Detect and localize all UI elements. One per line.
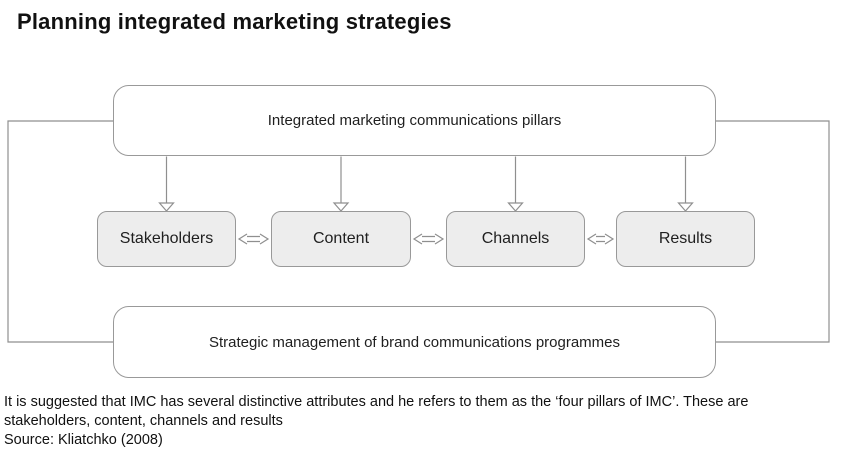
strategic-management-box-label: Strategic management of brand communicat… [208, 333, 621, 351]
pillar-label: Content [312, 230, 370, 247]
strategic-management-box: Strategic management of brand communicat… [113, 306, 716, 378]
imc-pillars-box: Integrated marketing communications pill… [113, 85, 716, 156]
pillar-box-content: Content [271, 211, 411, 267]
pillar-label: Stakeholders [119, 230, 214, 247]
pillar-label: Results [658, 230, 713, 247]
down-arrow [677, 156, 694, 212]
pillar-box-channels: Channels [446, 211, 585, 267]
down-arrow [332, 156, 350, 212]
double-arrow [237, 233, 270, 245]
caption-line: stakeholders, content, channels and resu… [4, 413, 283, 429]
imc-pillars-box-label: Integrated marketing communications pill… [267, 112, 562, 129]
caption-line: It is suggested that IMC has several dis… [4, 394, 749, 410]
double-arrow [412, 233, 445, 245]
source-line: Source: Kliatchko (2008) [4, 432, 163, 448]
loop-connector-right [716, 120, 830, 343]
pillar-box-results: Results [616, 211, 755, 267]
pillar-label: Channels [481, 230, 550, 247]
page-title: Planning integrated marketing strategies [17, 9, 452, 34]
double-arrow [586, 233, 615, 245]
caption: It is suggested that IMC has several dis… [4, 393, 748, 450]
loop-connector-left [7, 120, 113, 343]
down-arrow [158, 156, 175, 212]
down-arrow [507, 156, 524, 212]
pillar-box-stakeholders: Stakeholders [97, 211, 236, 267]
